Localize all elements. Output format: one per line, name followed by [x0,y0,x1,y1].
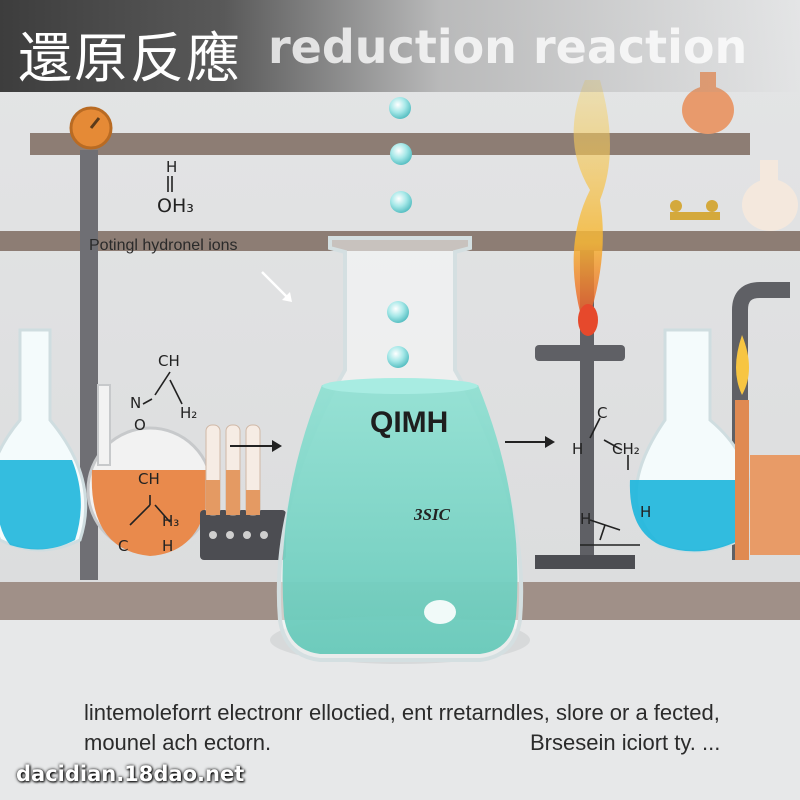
molecule-label: C [118,537,129,555]
upper-shelf [30,133,750,155]
pointer-arrow-icon [282,292,292,302]
caption-line: mounel ach ectorn. [84,730,272,755]
molecule-label: H [580,510,592,528]
molecule-label: OH₃ [157,195,194,217]
title-chinese: 還原反應 [18,27,242,90]
molecule-label: H [572,440,584,458]
water-pipe [732,282,790,560]
molecule-bonds [129,176,640,546]
bottle-icon [742,179,798,231]
molecule-label: O [134,416,146,434]
bottle-icon [682,86,734,134]
bubble-stream [387,97,412,368]
molecule-label: CH [158,352,180,370]
title-english: reduction reaction [268,20,748,74]
watermark-text: dacidian.18dao.net [16,762,245,786]
molecule-label: H [162,537,174,555]
molecule-label: H₂ [180,404,198,422]
candle [735,400,749,560]
flask-formula-label: QIMH [370,406,449,439]
molecule-label: H [640,503,652,521]
title-banner [0,0,800,92]
molecule-label: CH₂ [612,440,640,458]
right-arrow-icon [545,436,555,448]
right-arrow-icon [272,440,282,452]
caption-line: lintemoleforrt electronr elloctied, ent … [84,700,720,725]
molecule-label: H₃ [162,512,180,530]
scale-icon [670,200,720,220]
molecule-label: H [166,158,178,176]
molecule-label: N [130,394,142,412]
ions-label: Potingl hydronel ions [89,237,238,254]
molecule-label: C [597,404,608,422]
candle-flame [736,335,749,395]
flask-liquid [282,385,518,654]
molecule-label: CH [138,470,160,488]
caption-line: Brsesein iciort ty. ... [530,730,721,755]
flame [573,80,610,330]
flask-code-label: 3SIC [414,505,450,524]
